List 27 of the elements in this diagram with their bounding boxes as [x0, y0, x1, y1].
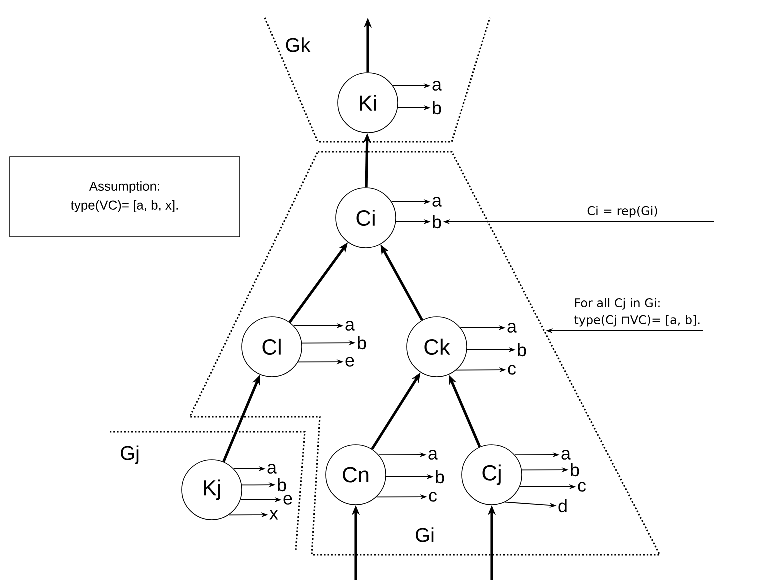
- output-label: a: [268, 464, 277, 474]
- output-label: b: [358, 336, 366, 350]
- group-label: Gk: [286, 38, 311, 52]
- output-label: e: [284, 495, 292, 505]
- output-label: a: [432, 197, 442, 207]
- output-label: a: [508, 323, 517, 333]
- note-box: Assumption: type(VC)= [a, b, x].: [10, 156, 240, 238]
- output-label: b: [436, 470, 444, 484]
- annotation-text: For all Cj in Gi: type(Cj ⊓VC)= [a, b].: [574, 298, 700, 327]
- output-label: c: [578, 482, 586, 492]
- output-label: a: [432, 81, 442, 91]
- output-label: a: [428, 450, 438, 460]
- output-label: c: [508, 365, 516, 375]
- output-label: x: [270, 510, 278, 520]
- output-label: b: [518, 343, 526, 357]
- output-label: c: [429, 492, 438, 502]
- output-label: b: [433, 215, 442, 229]
- output-label: a: [346, 321, 355, 331]
- group-label: Gj: [121, 446, 139, 464]
- output-label: a: [562, 450, 571, 460]
- output-label: e: [346, 357, 354, 367]
- output-label: b: [571, 463, 580, 477]
- output-label: d: [558, 499, 567, 513]
- output-label: b: [278, 478, 286, 492]
- output-label: b: [433, 101, 442, 115]
- group-label: Gi: [416, 528, 434, 542]
- annotation-text: Ci = rep(Gi): [588, 206, 658, 218]
